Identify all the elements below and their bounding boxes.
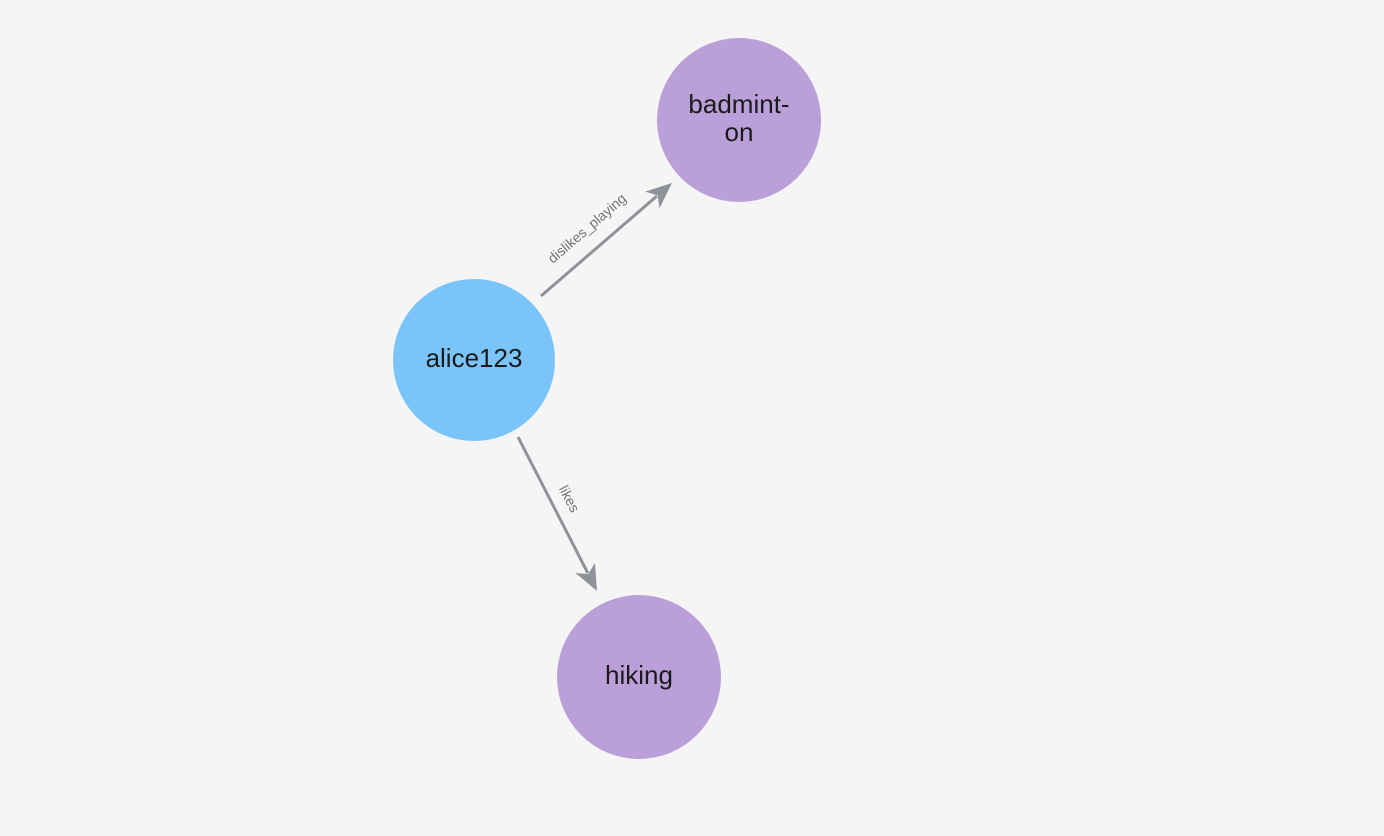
node-circle[interactable] — [557, 595, 721, 759]
graph-node-alice123[interactable]: alice123 — [393, 279, 555, 441]
edge-line[interactable] — [516, 436, 590, 574]
node-circle[interactable] — [393, 279, 555, 441]
node-circle[interactable] — [657, 38, 821, 202]
edge-line[interactable] — [540, 194, 658, 298]
graph-node-hiking[interactable]: hiking — [557, 595, 721, 759]
graph-edge[interactable]: likes — [516, 436, 597, 591]
edge-arrowhead — [575, 562, 597, 591]
nodes-layer: alice123 badmint-on hiking — [393, 38, 821, 759]
edge-arrowhead — [645, 183, 672, 209]
edge-label: likes — [556, 483, 583, 515]
graph-node-badminton[interactable]: badmint-on — [657, 38, 821, 202]
graph-edge[interactable]: dislikes_playing — [540, 183, 672, 298]
